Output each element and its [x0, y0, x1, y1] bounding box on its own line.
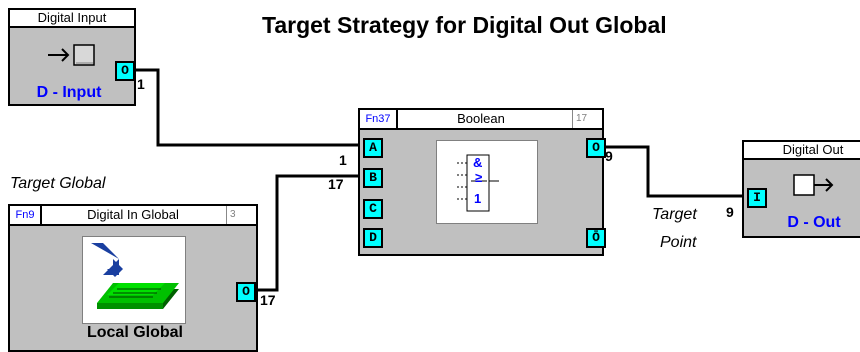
digital-input-header: Digital Input: [10, 10, 134, 28]
target-point-label-line1: Target: [652, 206, 697, 223]
wire-label-a: 1: [339, 152, 347, 168]
digital-in-global-title: Digital In Global: [87, 207, 179, 222]
boolean-port-c[interactable]: C: [363, 199, 383, 219]
digital-input-block[interactable]: Digital Input D - Input O: [8, 8, 136, 106]
target-point-label-line2: Point: [660, 234, 697, 251]
arrow-into-box-icon: [48, 44, 95, 66]
gate-panel: & ≥ 1: [436, 140, 538, 224]
boolean-header: Fn37 Boolean 17: [360, 110, 602, 130]
boolean-port-b[interactable]: B: [363, 168, 383, 188]
wire-label-input: 1: [137, 76, 145, 92]
wire-label-in-i: 9: [726, 204, 734, 220]
gate-ge-glyph: ≥: [475, 170, 483, 185]
diagram-title: Target Strategy for Digital Out Global: [262, 12, 667, 38]
boolean-gate-icon: [457, 154, 499, 212]
digital-in-global-fn: Fn9: [10, 206, 42, 224]
wire-label-b: 17: [328, 176, 344, 192]
digital-out-block[interactable]: Digital Out I D - Out: [742, 140, 860, 238]
wire-label-out: 9: [605, 148, 613, 164]
digital-out-title: Digital Out: [782, 142, 844, 157]
digital-in-global-number: 3: [226, 206, 256, 224]
digital-in-global-port-o[interactable]: O: [236, 282, 256, 302]
gate-one-glyph: 1: [474, 191, 482, 206]
digital-input-port-o[interactable]: O: [115, 61, 135, 81]
local-global-label: Local Global: [86, 324, 183, 341]
digital-input-title: Digital Input: [37, 10, 107, 25]
wire-global-to-b: [255, 174, 358, 292]
target-global-label: Target Global: [10, 175, 106, 192]
digital-in-global-block[interactable]: Fn9 Digital In Global 3 Local Global O: [8, 204, 258, 352]
digital-out-header: Digital Out: [744, 142, 860, 160]
boolean-block[interactable]: Fn37 Boolean 17 A B C D O Ō & ≥ 1: [358, 108, 606, 256]
boolean-port-d[interactable]: D: [363, 228, 383, 248]
digital-out-port-i[interactable]: I: [747, 188, 767, 208]
wire-input-to-a: [135, 68, 358, 147]
boolean-port-o-bar[interactable]: Ō: [586, 228, 606, 248]
boolean-port-a[interactable]: A: [363, 138, 383, 158]
digital-out-label: D - Out: [787, 214, 841, 231]
boolean-title: Boolean: [457, 111, 505, 126]
circuit-board-icon: [82, 236, 186, 324]
digital-in-global-header: Fn9 Digital In Global 3: [10, 206, 256, 226]
wire-label-global: 17: [260, 292, 276, 308]
board-graphic: [89, 243, 179, 309]
boolean-fn: Fn37: [360, 110, 398, 128]
arrow-out-of-box-icon: [793, 174, 834, 196]
boolean-number: 17: [572, 110, 602, 128]
wire-o-to-i: [602, 145, 742, 198]
gate-and-glyph: &: [473, 155, 483, 170]
boolean-port-o[interactable]: O: [586, 138, 606, 158]
digital-input-label: D - Input: [36, 84, 102, 101]
